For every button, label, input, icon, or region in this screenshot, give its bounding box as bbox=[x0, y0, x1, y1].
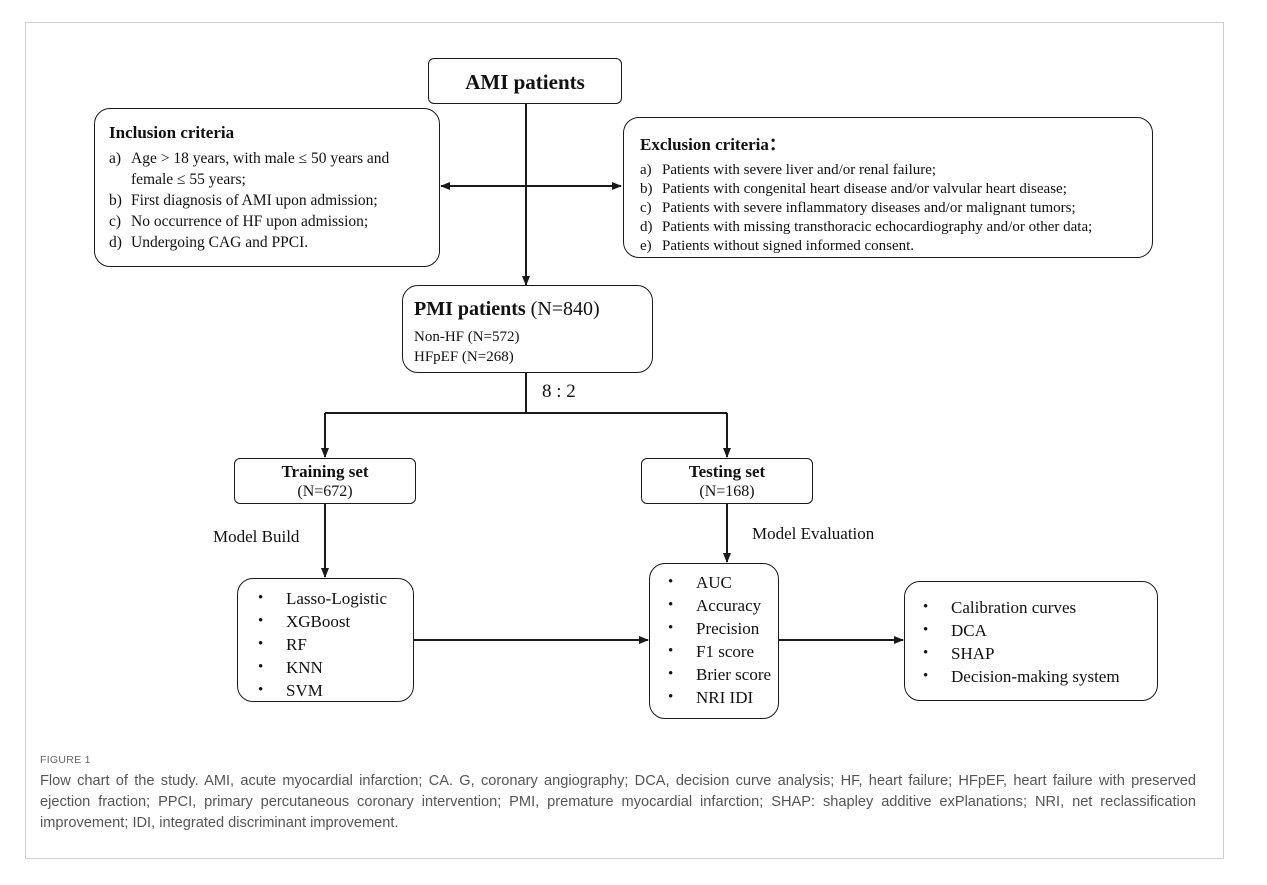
list-item: Accuracy bbox=[662, 594, 778, 617]
exclusion-criteria-list: a)Patients with severe liver and/or rena… bbox=[640, 161, 1142, 256]
pmi-patients-count: (N=840) bbox=[530, 298, 600, 320]
list-item: c)No occurrence of HF upon admission; bbox=[109, 213, 369, 230]
list-item: AUC bbox=[662, 571, 778, 594]
ami-patients-title: AMI patients bbox=[465, 70, 585, 94]
inclusion-criteria-list: a)Age > 18 years, with male ≤ 50 years a… bbox=[109, 148, 427, 253]
list-item: F1 score bbox=[662, 640, 778, 663]
exclusion-criteria-box: Exclusion criteria： a)Patients with seve… bbox=[623, 117, 1153, 258]
pmi-patients-title: PMI patients bbox=[414, 298, 526, 320]
outputs-list: Calibration curves DCA SHAP Decision-mak… bbox=[917, 596, 1157, 688]
list-item: a)Patients with severe liver and/or rena… bbox=[640, 162, 937, 178]
list-item: b)Patients with congenital heart disease… bbox=[640, 181, 1067, 197]
testing-set-count: (N=168) bbox=[699, 483, 755, 500]
exclusion-criteria-title: Exclusion criteria： bbox=[640, 135, 786, 154]
list-item: Decision-making system bbox=[917, 665, 1157, 688]
list-item: Lasso-Logistic bbox=[252, 587, 413, 610]
list-item: Calibration curves bbox=[917, 596, 1157, 619]
training-set-title: Training set bbox=[281, 462, 369, 481]
pmi-hfpef-line: HFpEF (N=268) bbox=[414, 349, 514, 365]
list-item: Brier score bbox=[662, 663, 778, 686]
list-item: c)Patients with severe inflammatory dise… bbox=[640, 200, 1076, 216]
model-build-label: Model Build bbox=[213, 527, 300, 546]
list-item: SHAP bbox=[917, 642, 1157, 665]
list-item: b)First diagnosis of AMI upon admission; bbox=[109, 192, 378, 209]
list-item: SVM bbox=[252, 679, 413, 702]
models-list: Lasso-Logistic XGBoost RF KNN SVM bbox=[252, 587, 413, 702]
metrics-box: AUC Accuracy Precision F1 score Brier sc… bbox=[649, 563, 779, 719]
figure-caption: Flow chart of the study. AMI, acute myoc… bbox=[40, 773, 1196, 831]
list-item: d)Undergoing CAG and PPCI. bbox=[109, 234, 309, 251]
split-ratio-label: 8 : 2 bbox=[542, 381, 576, 402]
testing-set-title: Testing set bbox=[688, 462, 766, 481]
pmi-patients-heading: PMI patients (N=840) bbox=[414, 296, 652, 322]
list-item: DCA bbox=[917, 619, 1157, 642]
list-item: d)Patients with missing transthoracic ec… bbox=[640, 219, 1093, 235]
model-evaluation-label: Model Evaluation bbox=[752, 524, 875, 543]
inclusion-criteria-title: Inclusion criteria bbox=[109, 123, 235, 142]
pmi-non-hf-line: Non-HF (N=572) bbox=[414, 329, 520, 345]
list-item: e)Patients without signed informed conse… bbox=[640, 238, 915, 254]
list-item: RF bbox=[252, 633, 413, 656]
metrics-list: AUC Accuracy Precision F1 score Brier sc… bbox=[662, 571, 778, 709]
models-box: Lasso-Logistic XGBoost RF KNN SVM bbox=[237, 578, 414, 702]
testing-set-box: Testing set (N=168) bbox=[641, 458, 813, 504]
inclusion-criteria-box: Inclusion criteria a)Age > 18 years, wit… bbox=[94, 108, 440, 267]
training-set-box: Training set (N=672) bbox=[234, 458, 416, 504]
outputs-box: Calibration curves DCA SHAP Decision-mak… bbox=[904, 581, 1158, 701]
list-item: NRI IDI bbox=[662, 686, 778, 709]
pmi-patients-box: PMI patients (N=840) Non-HF (N=572) HFpE… bbox=[402, 285, 653, 373]
list-item: a)Age > 18 years, with male ≤ 50 years a… bbox=[109, 150, 390, 188]
list-item: KNN bbox=[252, 656, 413, 679]
list-item: XGBoost bbox=[252, 610, 413, 633]
training-set-count: (N=672) bbox=[297, 483, 353, 500]
figure-label: FIGURE 1 bbox=[40, 754, 91, 766]
list-item: Precision bbox=[662, 617, 778, 640]
ami-patients-box: AMI patients bbox=[428, 58, 622, 104]
